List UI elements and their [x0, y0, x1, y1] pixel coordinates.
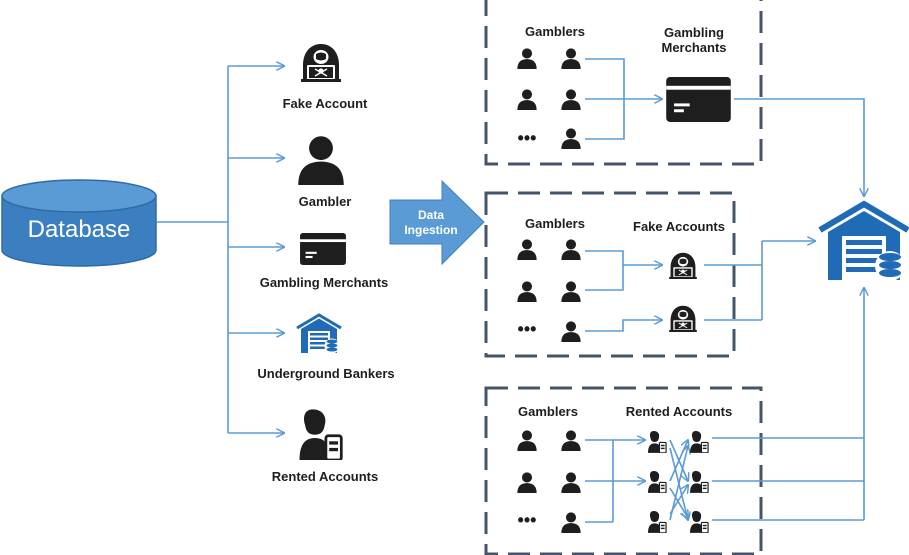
underground-bankers-icon: [296, 313, 342, 354]
rented-account-icon: [648, 470, 667, 493]
fake-account-icon: [668, 305, 698, 332]
data-ingestion-line2: Ingestion: [404, 223, 457, 237]
data-ingestion-arrow: Data Ingestion: [389, 179, 485, 266]
gambler-icon: [561, 128, 581, 149]
rented-account-icon: [648, 430, 667, 453]
gambler-label: Gambler: [299, 194, 352, 209]
gambler-icon: [561, 239, 581, 260]
database-connectors: [157, 66, 284, 433]
group3-ellipsis: •••: [518, 510, 537, 530]
fake-account-icon: [300, 43, 342, 82]
gambler-icon: [517, 281, 537, 302]
rented-accounts-label: Rented Accounts: [272, 469, 378, 484]
gambler-icon: [517, 89, 537, 110]
group1-merchants-label-line1: Gambling: [664, 25, 724, 40]
bank-connectors: [704, 98, 864, 521]
group-gambling-merchants: Gamblers Gambling Merchants •••: [484, 0, 763, 166]
group2-gamblers-label: Gamblers: [525, 216, 585, 231]
underground-bank-icon: [820, 204, 908, 281]
group1-merchants-label-line2: Merchants: [661, 40, 726, 55]
rented-accounts-icon: [299, 407, 343, 460]
group2-fake-label: Fake Accounts: [633, 219, 725, 234]
gambler-icon: [561, 281, 581, 302]
data-ingestion-line1: Data: [418, 208, 444, 222]
gambler-icon: [517, 430, 537, 451]
gambler-icon: [517, 472, 537, 493]
database-label: Database: [28, 216, 131, 243]
gambler-icon: [561, 89, 581, 110]
group3-gamblers-label: Gamblers: [518, 404, 578, 419]
fake-account-icon: [668, 252, 698, 279]
rented-account-icon: [690, 470, 709, 493]
underground-bankers-label: Underground Bankers: [257, 366, 394, 381]
gambler-icon: [561, 321, 581, 342]
database-node: Database: [1, 179, 157, 267]
group-fake-accounts: Gamblers Fake Accounts •••: [484, 191, 736, 358]
gambler-icon: [561, 48, 581, 69]
gambler-icon: [561, 430, 581, 451]
rented-account-icon: [648, 510, 667, 533]
group-rented-accounts: Gamblers Rented Accounts •••: [484, 386, 763, 555]
group1-gamblers-label: Gamblers: [525, 24, 585, 39]
group2-ellipsis: •••: [518, 319, 537, 339]
rented-account-icon: [690, 430, 709, 453]
gambling-merchants-label: Gambling Merchants: [260, 275, 389, 290]
gambler-icon: [517, 239, 537, 260]
fake-account-label: Fake Account: [283, 96, 368, 111]
gambling-merchants-icon: [300, 233, 346, 265]
gambler-icon: [298, 136, 344, 185]
group1-ellipsis: •••: [518, 128, 537, 148]
gambler-icon: [561, 472, 581, 493]
gambler-icon: [517, 48, 537, 69]
group3-rented-label: Rented Accounts: [626, 404, 732, 419]
rented-account-icon: [690, 510, 709, 533]
gambler-icon: [561, 512, 581, 533]
merchant-card-icon: [666, 77, 731, 122]
